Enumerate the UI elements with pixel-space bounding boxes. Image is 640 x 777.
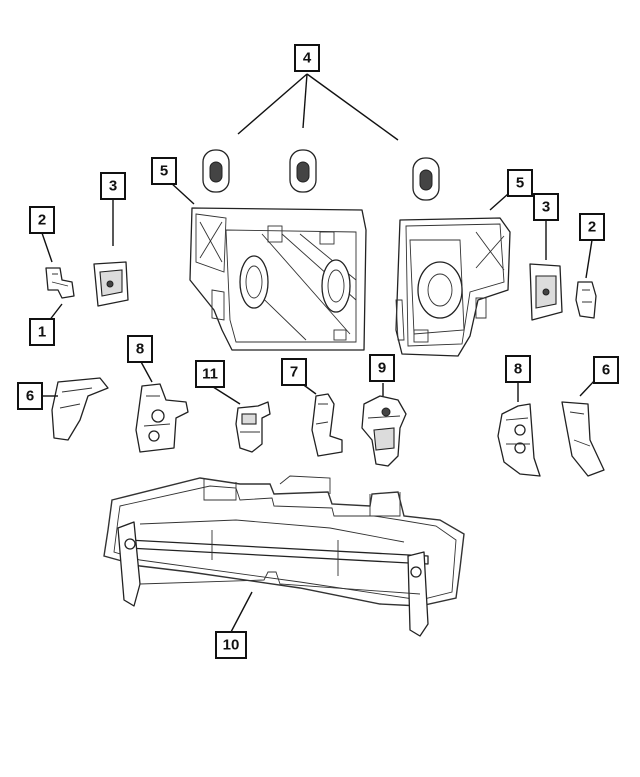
svg-text:9: 9: [378, 360, 386, 377]
callout-11: 11: [195, 360, 225, 388]
svg-text:3: 3: [542, 199, 550, 216]
cover-part-7: [311, 393, 343, 457]
leader-lines: [41, 73, 597, 633]
latch-bracket-part-11: [235, 401, 271, 453]
clip-part-2-right: [575, 281, 597, 319]
callout-7: 7: [281, 358, 307, 386]
seat-frame-part-10: [103, 475, 465, 637]
callout-6-left: 6: [17, 382, 43, 410]
hinge-bracket-part-8-right: [497, 403, 541, 477]
svg-text:11: 11: [202, 366, 218, 383]
svg-text:6: 6: [602, 362, 610, 379]
callout-8-right: 8: [505, 355, 531, 383]
svg-text:10: 10: [223, 637, 240, 654]
callout-1: 1: [29, 318, 55, 346]
svg-text:4: 4: [303, 50, 312, 67]
bracket-part-3-right: [529, 263, 563, 321]
svg-text:2: 2: [588, 219, 596, 236]
trim-cover-part-6-left: [51, 377, 109, 441]
svg-text:8: 8: [514, 361, 522, 378]
callout-5-left: 5: [151, 157, 177, 185]
clip-part-2-left: [45, 267, 75, 299]
callout-5-right: 5: [507, 169, 533, 197]
svg-text:2: 2: [38, 212, 46, 229]
seat-back-panel-right: [395, 217, 511, 357]
bracket-part-3-left: [93, 261, 129, 307]
callout-6-right: 6: [593, 356, 619, 384]
callout-3-left: 3: [100, 172, 126, 200]
svg-text:3: 3: [109, 178, 117, 195]
svg-text:8: 8: [136, 341, 144, 358]
trim-cover-part-6-right: [561, 401, 605, 477]
callout-3-right: 3: [533, 193, 559, 221]
grommet-part-4-left: [202, 149, 230, 193]
grommet-part-4-center: [289, 149, 317, 193]
latch-assembly-part-9: [361, 395, 407, 467]
svg-text:1: 1: [38, 324, 46, 341]
callout-2-right: 2: [579, 213, 605, 241]
callout-4: 4: [294, 44, 320, 72]
callout-8-left: 8: [127, 335, 153, 363]
callout-2-left: 2: [29, 206, 55, 234]
svg-text:5: 5: [160, 163, 168, 180]
svg-text:5: 5: [516, 175, 524, 192]
svg-text:6: 6: [26, 388, 34, 405]
seat-back-panel-left: [189, 207, 367, 351]
grommet-part-4-right: [412, 157, 440, 201]
hinge-bracket-part-8-left: [135, 383, 189, 453]
callout-10: 10: [215, 631, 247, 659]
callout-9: 9: [369, 354, 395, 382]
svg-text:7: 7: [290, 364, 298, 381]
